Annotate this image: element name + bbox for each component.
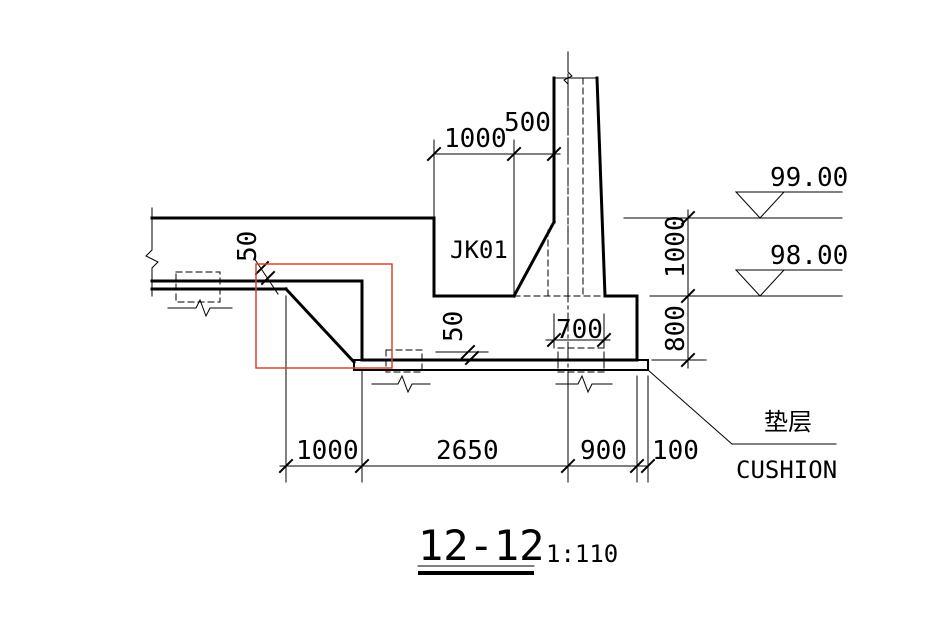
title-underline [417, 565, 535, 575]
dim-v-800: 800 [661, 305, 691, 352]
dimension-lines [253, 139, 707, 483]
dim-bottom-100: 100 [652, 436, 699, 466]
dim-top-1000: 1000 [444, 124, 507, 154]
dim-mid-50: 50 [439, 311, 469, 342]
cushion-leader [647, 369, 837, 445]
section-title: 12-12 [418, 521, 544, 570]
elevation-98: 98.00 [770, 241, 848, 271]
cushion-label-en: CUSHION [736, 456, 837, 484]
dim-bottom-900: 900 [580, 436, 627, 466]
cushion-label-cn: 垫层 [764, 408, 812, 436]
structure-outline [150, 76, 649, 371]
highlight-box [255, 263, 393, 369]
dim-bottom-1000: 1000 [296, 436, 359, 466]
dim-left-50: 50 [233, 231, 263, 262]
dim-700: 700 [556, 315, 603, 345]
label-jk01: JK01 [450, 236, 508, 264]
dim-top-500: 500 [504, 108, 551, 138]
dim-v-1000: 1000 [661, 215, 691, 278]
dim-bottom-2650: 2650 [436, 436, 499, 466]
section-scale: 1:110 [546, 540, 618, 568]
elevation-markers [705, 191, 843, 297]
elevation-99: 99.00 [770, 163, 848, 193]
